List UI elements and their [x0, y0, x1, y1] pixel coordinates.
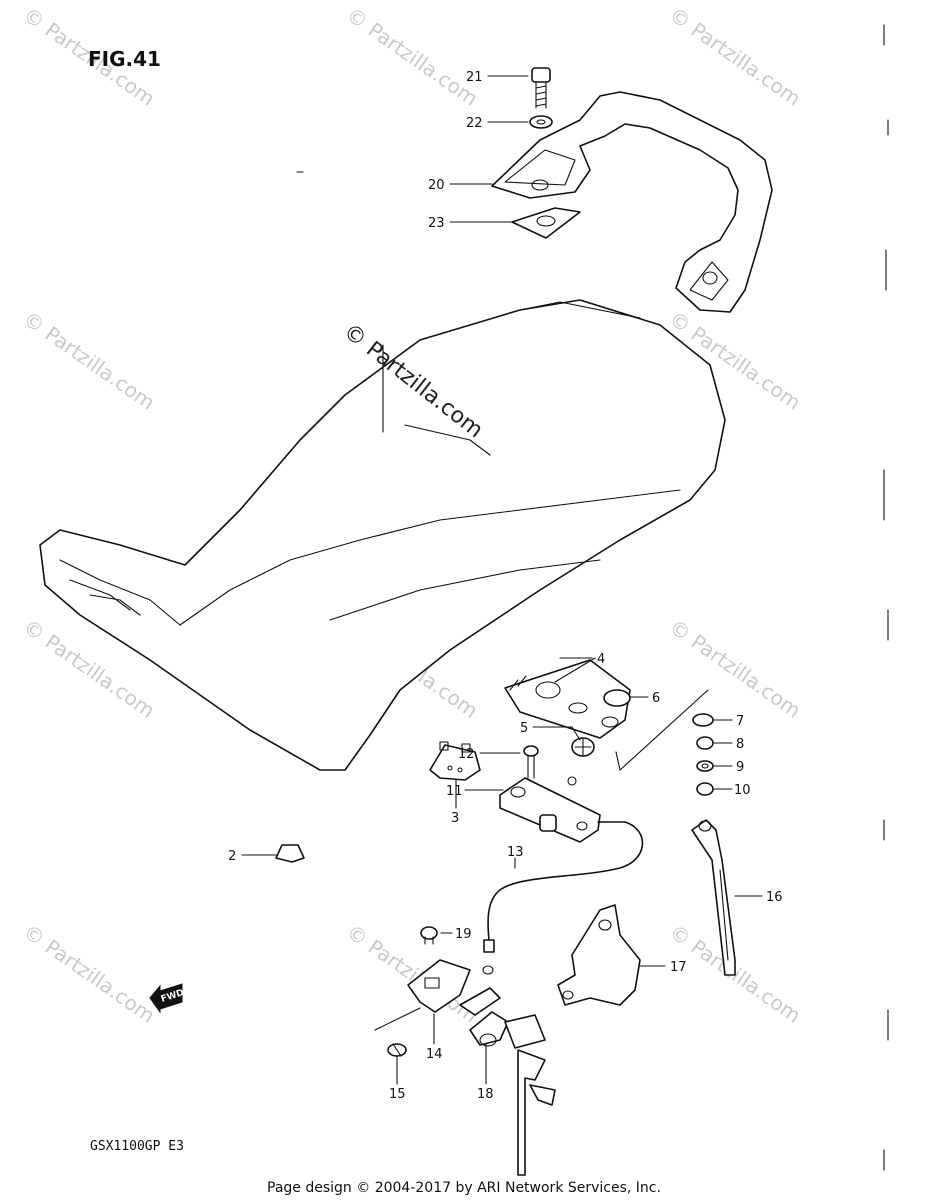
washer-22[interactable] — [529, 115, 553, 129]
cushion-7[interactable] — [692, 713, 714, 727]
callout-8[interactable]: 8 — [736, 737, 744, 752]
watermark-tile: © Partzilla.com — [19, 919, 159, 1027]
screw-15[interactable] — [387, 1043, 407, 1057]
callout-19[interactable]: 19 — [455, 927, 472, 942]
callout-10[interactable]: 10 — [734, 783, 751, 798]
callout-12[interactable]: 12 — [458, 747, 475, 762]
callout-2[interactable]: 2 — [228, 849, 236, 864]
watermark-tile: © Partzilla.com — [19, 306, 159, 414]
seat[interactable] — [39, 299, 726, 771]
cushion-3[interactable] — [429, 741, 481, 781]
callout-7[interactable]: 7 — [736, 714, 744, 729]
washer-9[interactable] — [696, 760, 714, 772]
cushion-6[interactable] — [603, 689, 631, 707]
callout-21[interactable]: 21 — [466, 70, 483, 85]
callout-23[interactable]: 23 — [428, 216, 445, 231]
callout-15[interactable]: 15 — [389, 1087, 406, 1102]
seat-lock-11[interactable] — [499, 776, 601, 843]
nut-8[interactable] — [696, 736, 714, 750]
callout-labels: 21 22 20 23 4 6 5 7 8 9 10 12 11 3 2 13 … — [228, 70, 783, 1102]
washer-5[interactable] — [571, 737, 595, 757]
callout-11[interactable]: 11 — [446, 784, 463, 799]
scan-speckle — [883, 24, 889, 1171]
cable-13[interactable] — [482, 821, 644, 975]
callout-20[interactable]: 20 — [428, 178, 445, 193]
callout-18[interactable]: 18 — [477, 1087, 494, 1102]
callout-14[interactable]: 14 — [426, 1047, 443, 1062]
bolt-21[interactable] — [531, 67, 551, 109]
callout-22[interactable]: 22 — [466, 116, 483, 131]
callout-6[interactable]: 6 — [652, 691, 660, 706]
watermark-tile: © Partzilla.com — [665, 614, 805, 722]
set-line — [619, 689, 709, 771]
plate-23[interactable] — [511, 207, 581, 239]
callout-3[interactable]: 3 — [451, 811, 459, 826]
lock-set-18[interactable] — [459, 987, 556, 1176]
watermark-tile: © Partzilla.com — [342, 2, 482, 110]
holder-17[interactable] — [557, 904, 641, 1006]
screw-19[interactable] — [420, 926, 438, 945]
nut-10[interactable] — [696, 782, 714, 796]
model-code: GSX1100GP E3 — [90, 1139, 184, 1154]
grab-rail[interactable] — [491, 91, 773, 313]
strap-16[interactable] — [691, 819, 736, 976]
callout-13[interactable]: 13 — [507, 845, 524, 860]
figure-title: FIG.41 — [88, 47, 161, 71]
page-footer: Page design © 2004-2017 by ARI Network S… — [267, 1180, 661, 1196]
watermark-tile: © Partzilla.com — [665, 2, 805, 110]
hinge-bracket-4[interactable] — [504, 659, 631, 739]
cap-2[interactable] — [275, 844, 305, 863]
callout-5[interactable]: 5 — [520, 721, 528, 736]
callout-9[interactable]: 9 — [736, 760, 744, 775]
leader-lines — [241, 75, 763, 1085]
screw-12[interactable] — [523, 745, 539, 779]
callout-4[interactable]: 4 — [597, 652, 605, 667]
set-line — [615, 751, 621, 771]
callout-17[interactable]: 17 — [670, 960, 687, 975]
forward-arrow-icon: FWD — [149, 983, 185, 1014]
callout-16[interactable]: 16 — [766, 890, 783, 905]
bracket-14[interactable] — [407, 959, 471, 1013]
assembly-line — [374, 1007, 421, 1031]
